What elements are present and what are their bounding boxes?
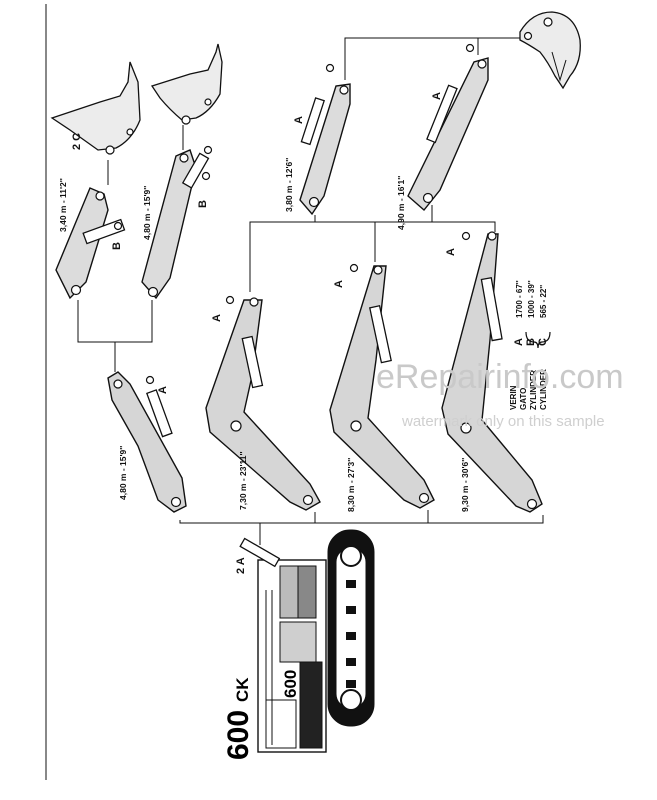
- model-title: 600 CK: [222, 677, 255, 760]
- legend-word-3: ZYLINDER: [529, 370, 538, 410]
- boom-930: A 9,30 m - 30'6'': [441, 231, 543, 513]
- svg-text:A: A: [211, 314, 223, 322]
- boom-830: A 8,30 m - 27'3'': [329, 263, 435, 512]
- dipper-380: A 3,80 m - 12'6'': [284, 63, 351, 216]
- dipper-340-length: 3,40 m - 11'2'': [58, 178, 68, 232]
- dipper-480a: B 4,80 m - 15'9'': [141, 145, 213, 300]
- dipper-480a-length: 4,80 m - 15'9'': [142, 186, 152, 240]
- watermark-note: watermark only on this sample: [401, 413, 605, 430]
- svg-text:A: A: [293, 116, 305, 124]
- connector-lines: [77, 37, 544, 545]
- boom-830-length: 8,30 m - 27'3'': [346, 458, 356, 512]
- legend-word-2: GATO: [519, 388, 528, 410]
- dipper-490-length: 4,90 m - 16'1'': [396, 176, 406, 230]
- base-machine: 600 2 A: [235, 529, 375, 753]
- machine-body-marking: 600: [281, 670, 300, 698]
- svg-text:B: B: [111, 242, 123, 250]
- watermark-main: eRepairinfo.com: [376, 358, 624, 396]
- bucket-top-center: [150, 43, 223, 125]
- legend-value-b: 1000 - 39'': [527, 280, 536, 318]
- watermark: eRepairinfo.com watermark only on this s…: [376, 358, 624, 430]
- dipper-340: B 3,40 m - 11'2'': [55, 178, 126, 300]
- model-number: 600: [222, 710, 255, 760]
- dipper-490: A 4,90 m - 16'1'': [396, 43, 489, 230]
- svg-text:B: B: [197, 200, 209, 208]
- legend-value-c: 565 - 22'': [539, 285, 548, 318]
- boom-480-length: 4,80 m - 15'9'': [118, 446, 128, 500]
- svg-text:A: A: [445, 248, 457, 256]
- machine-cylinder-label: 2 A: [235, 557, 247, 574]
- boom-480: A 4,80 m - 15'9'': [107, 371, 187, 513]
- legend-letter-c: C: [537, 338, 549, 346]
- legend-letter-b: B: [525, 338, 537, 346]
- bucket-cylinder-label: 2 C: [71, 133, 83, 150]
- boom-730: A 7,30 m - 23'11'': [205, 295, 321, 511]
- cylinder-legend: VERIN GATO ZYLINDER CYLINDER A B C 1700 …: [509, 280, 551, 410]
- model-suffix: CK: [233, 677, 252, 702]
- legend-word-4: CYLINDER: [539, 369, 548, 410]
- svg-text:A: A: [157, 386, 169, 394]
- boom-730-length: 7,30 m - 23'11'': [238, 451, 248, 510]
- legend-letter-a: A: [513, 338, 525, 346]
- bucket-top-right: [519, 11, 581, 90]
- dipper-380-length: 3,80 m - 12'6'': [284, 158, 294, 212]
- legend-word-1: VERIN: [509, 385, 518, 410]
- bucket-2c: 2 C: [50, 61, 141, 155]
- svg-text:A: A: [431, 92, 443, 100]
- svg-text:A: A: [333, 280, 345, 288]
- legend-value-a: 1700 - 67'': [515, 280, 524, 318]
- boom-930-length: 9,30 m - 30'6'': [460, 458, 470, 512]
